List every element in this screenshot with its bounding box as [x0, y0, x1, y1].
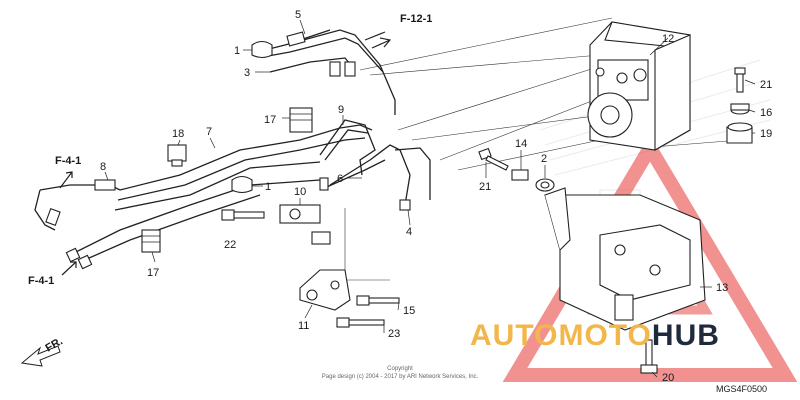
- clip-1-mid: [231, 175, 253, 194]
- callout-4: 4: [406, 226, 412, 238]
- bolt-23: [336, 317, 385, 328]
- callout-11: 11: [298, 320, 309, 332]
- callout-16: 16: [760, 107, 772, 119]
- arrow-f4-bottom: [61, 261, 77, 276]
- abs-modulator-unit: [587, 21, 691, 151]
- callout-9: 9: [338, 104, 344, 116]
- ref-f4-bottom: F-4-1: [28, 275, 54, 287]
- callout-1-top: 1: [234, 45, 240, 57]
- bolt-21-mid: [478, 147, 509, 171]
- callout-22: 22: [224, 239, 236, 251]
- pipe-bracket-11: [299, 269, 351, 311]
- callout-8: 8: [100, 161, 106, 173]
- callout-leaders: [104, 19, 756, 378]
- callout-6: 6: [337, 173, 343, 185]
- copyright-line1: Copyright: [387, 366, 413, 372]
- callout-2: 2: [541, 153, 547, 165]
- callout-17-bottom: 17: [147, 267, 159, 279]
- callout-1-mid: 1: [265, 181, 271, 193]
- washer-16: [730, 103, 750, 115]
- three-way-joint-10: [279, 198, 331, 245]
- diagram-code: MGS4F0500: [716, 384, 767, 394]
- callout-5: 5: [295, 9, 301, 21]
- ref-f4-top: F-4-1: [55, 155, 81, 167]
- callout-21-mid: 21: [479, 181, 491, 193]
- callout-20: 20: [662, 372, 674, 384]
- copyright-line2: Page design (c) 2004 - 2017 by ARI Netwo…: [322, 374, 479, 380]
- sensor-17-bottom: [141, 229, 161, 253]
- callout-14: 14: [515, 138, 527, 150]
- abs-bracket: [544, 187, 712, 331]
- callout-10: 10: [294, 186, 306, 198]
- callout-15: 15: [403, 305, 415, 317]
- callout-18: 18: [172, 128, 184, 140]
- watermark-part1: AUTOMOTO: [470, 319, 652, 352]
- sensor-17-top: [289, 107, 313, 133]
- callout-19: 19: [760, 128, 772, 140]
- watermark-text: AUTOMOTOHUB: [470, 319, 720, 352]
- bolt-21-right: [734, 67, 746, 93]
- callout-12: 12: [662, 33, 674, 45]
- bolt-20: [640, 339, 658, 374]
- guide-lines: [344, 17, 741, 281]
- callout-17-top: 17: [264, 114, 276, 126]
- callout-23: 23: [388, 328, 400, 340]
- bolt-22: [221, 209, 265, 221]
- collar-14: [511, 169, 529, 181]
- brake-pipes: [34, 29, 431, 270]
- arrow-f4-top: [59, 171, 73, 189]
- front-arrow: [20, 345, 61, 367]
- callout-13: 13: [716, 282, 728, 294]
- sensor-18: [167, 144, 187, 167]
- callout-21-right: 21: [760, 79, 772, 91]
- grommet-2: [535, 178, 555, 192]
- rubber-mount-19: [726, 122, 753, 144]
- ref-f12: F-12-1: [400, 13, 432, 25]
- callout-3: 3: [244, 67, 250, 79]
- watermark-part2: HUB: [652, 319, 720, 352]
- clip-1-top: [251, 40, 273, 59]
- bolt-15: [356, 295, 400, 306]
- ref-front: FR.: [44, 335, 65, 354]
- arrow-f12: [364, 31, 392, 49]
- callout-7: 7: [206, 126, 212, 138]
